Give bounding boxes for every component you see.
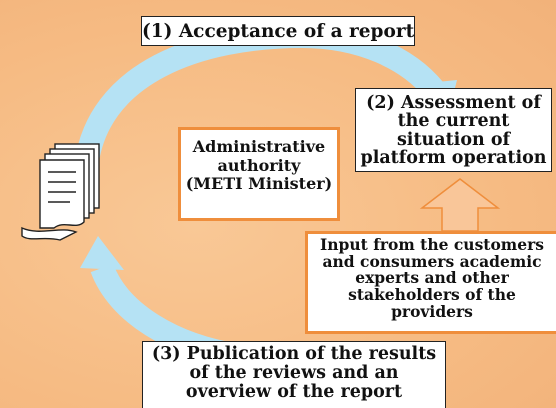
document-stack-icon — [21, 143, 100, 241]
stakeholder-input-box: Input from the customers and consumers a… — [305, 231, 556, 334]
step-2-box: (2) Assessment of the current situation … — [355, 88, 552, 172]
step-3-line: overview of the report — [185, 381, 403, 402]
authority-line: Administrative — [192, 137, 326, 156]
step-3-box: (3) Publication of the results of the re… — [142, 341, 446, 408]
arrow-head-bottom — [80, 236, 124, 270]
authority-line: (METI Minister) — [185, 174, 333, 194]
input-line: providers — [391, 301, 473, 321]
step-1-label: (1) Acceptance of a report — [142, 21, 415, 42]
step-3-line: of the reviews and an — [189, 362, 399, 383]
input-line: Input from the customers — [320, 235, 544, 254]
step-3-line: (3) Publication of the results — [151, 344, 437, 364]
input-line: experts and other — [355, 268, 509, 288]
up-arrow-icon — [419, 178, 501, 232]
step-2-line: platform operation — [360, 148, 547, 169]
authority-box: Administrative authority (METI Minister) — [178, 127, 340, 221]
step-1-box: (1) Acceptance of a report — [141, 16, 415, 46]
input-line: stakeholders of the — [348, 285, 516, 305]
authority-line: authority — [217, 155, 301, 175]
step-2-line: the current — [397, 111, 510, 132]
step-2-line: (2) Assessment of — [366, 93, 541, 113]
input-line: and consumers academic — [322, 251, 542, 271]
step-2-line: situation of — [396, 129, 511, 150]
